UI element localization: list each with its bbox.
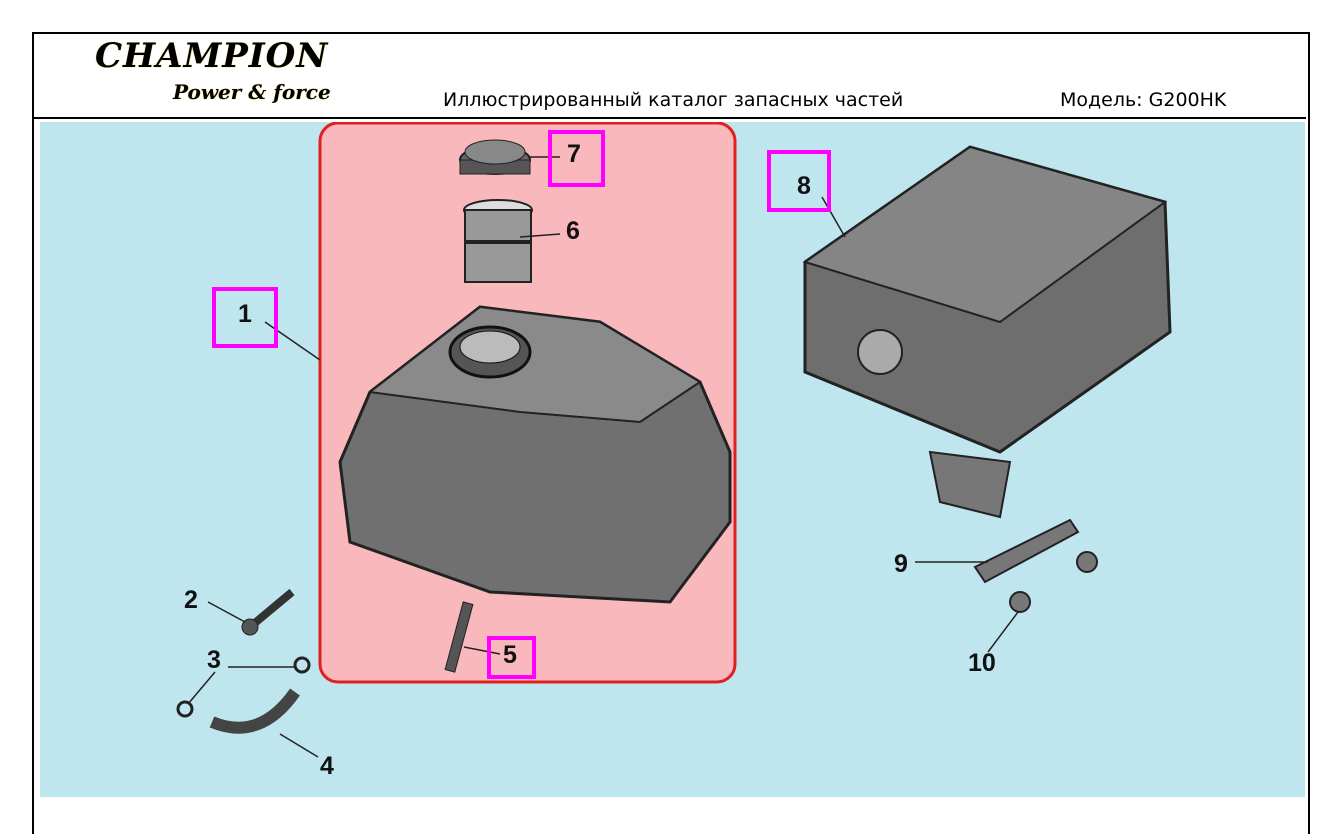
callout-2: 2 [184,586,198,614]
nut-part [1009,591,1031,613]
highlight-box-5 [487,636,536,679]
clamp-part [293,656,311,674]
callout-1: 1 [238,300,252,328]
callout-8: 8 [797,172,811,200]
parts-diagram: 1 2 3 4 5 6 7 8 9 10 [40,122,1305,797]
logo-brand: CHAMPION [95,36,329,76]
catalog-title: Иллюстрированный каталог запасных частей [443,89,904,111]
fuel-tank-part [338,305,732,604]
highlight-box-1 [212,287,278,348]
clamp-part [176,700,194,718]
drain-valve-part [444,601,474,673]
bolt-part [241,588,295,636]
logo-tagline: Power & force [173,80,331,104]
parts-illustration [176,122,1172,758]
callout-5: 5 [503,641,517,669]
page-frame [32,32,1310,834]
muffler-part [802,145,1172,519]
champion-logo: CHAMPION Power & force [95,36,331,104]
callout-3: 3 [207,646,221,674]
gasket-part [973,518,1080,584]
nut-part [1076,551,1098,573]
fuel-filter-part [463,199,533,283]
callout-9: 9 [894,550,908,578]
callout-4: 4 [320,752,334,780]
callout-7: 7 [567,140,581,168]
fuel-cap-part [459,139,531,175]
model-label: Модель: G200HK [1060,89,1227,111]
highlight-box-8 [767,150,831,212]
leader-lines [187,156,1019,758]
callout-10: 10 [968,649,996,677]
callout-6: 6 [566,217,580,245]
highlight-box-7 [548,130,605,187]
fuel-hose-part [209,688,300,734]
header-divider [34,117,1306,119]
